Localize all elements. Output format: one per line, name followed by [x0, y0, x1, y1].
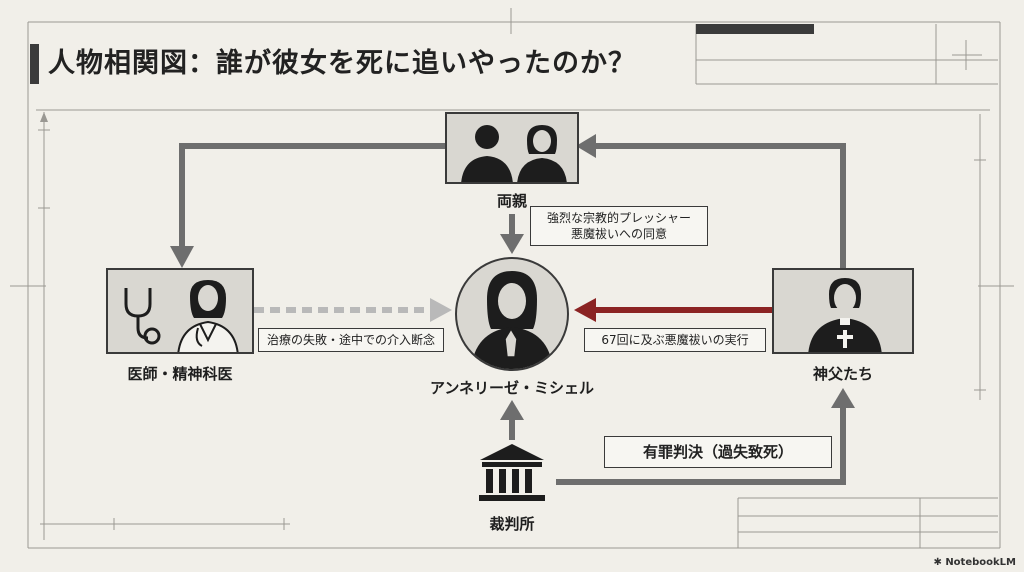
- parents-label: 両親: [496, 192, 527, 210]
- doctors-box: [106, 268, 254, 354]
- anneliese-portrait: [455, 257, 569, 371]
- doctors-relation-tag: 治療の失敗・途中での介入断念: [258, 328, 444, 352]
- priests-relation-tag: 67回に及ぶ悪魔祓いの実行: [584, 328, 766, 352]
- doctor-with-stethoscope-icon: [124, 280, 239, 352]
- doctors-label: 医師・精神科医: [127, 365, 233, 383]
- anneliese-label: アンネリーゼ・ミシェル: [429, 379, 595, 397]
- page-title: 人物相関図：誰が彼女を死に追いやったのか？: [48, 48, 636, 79]
- parents-relation-tag: 強烈な宗教的プレッシャー 悪魔祓いへの同意: [530, 206, 708, 246]
- verdict-tag: 有罪判決（過失致死）: [604, 436, 832, 468]
- parents-box: [445, 112, 579, 184]
- brand-logo-icon: ✱: [933, 557, 942, 568]
- court-label: 裁判所: [489, 515, 535, 533]
- priest-icon: [808, 278, 882, 352]
- priests-box: [772, 268, 914, 354]
- woman-praying-icon: [471, 271, 553, 369]
- parents-icon: [461, 125, 567, 182]
- parents-relation-line2: 悪魔祓いへの同意: [570, 227, 667, 241]
- brand-name: NotebookLM: [945, 557, 1016, 568]
- brand-watermark: ✱ NotebookLM: [933, 557, 1016, 568]
- parents-relation-line1: 強烈な宗教的プレッシャー: [546, 211, 691, 225]
- title-accent-bar: [30, 44, 39, 84]
- priests-label: 神父たち: [812, 365, 873, 383]
